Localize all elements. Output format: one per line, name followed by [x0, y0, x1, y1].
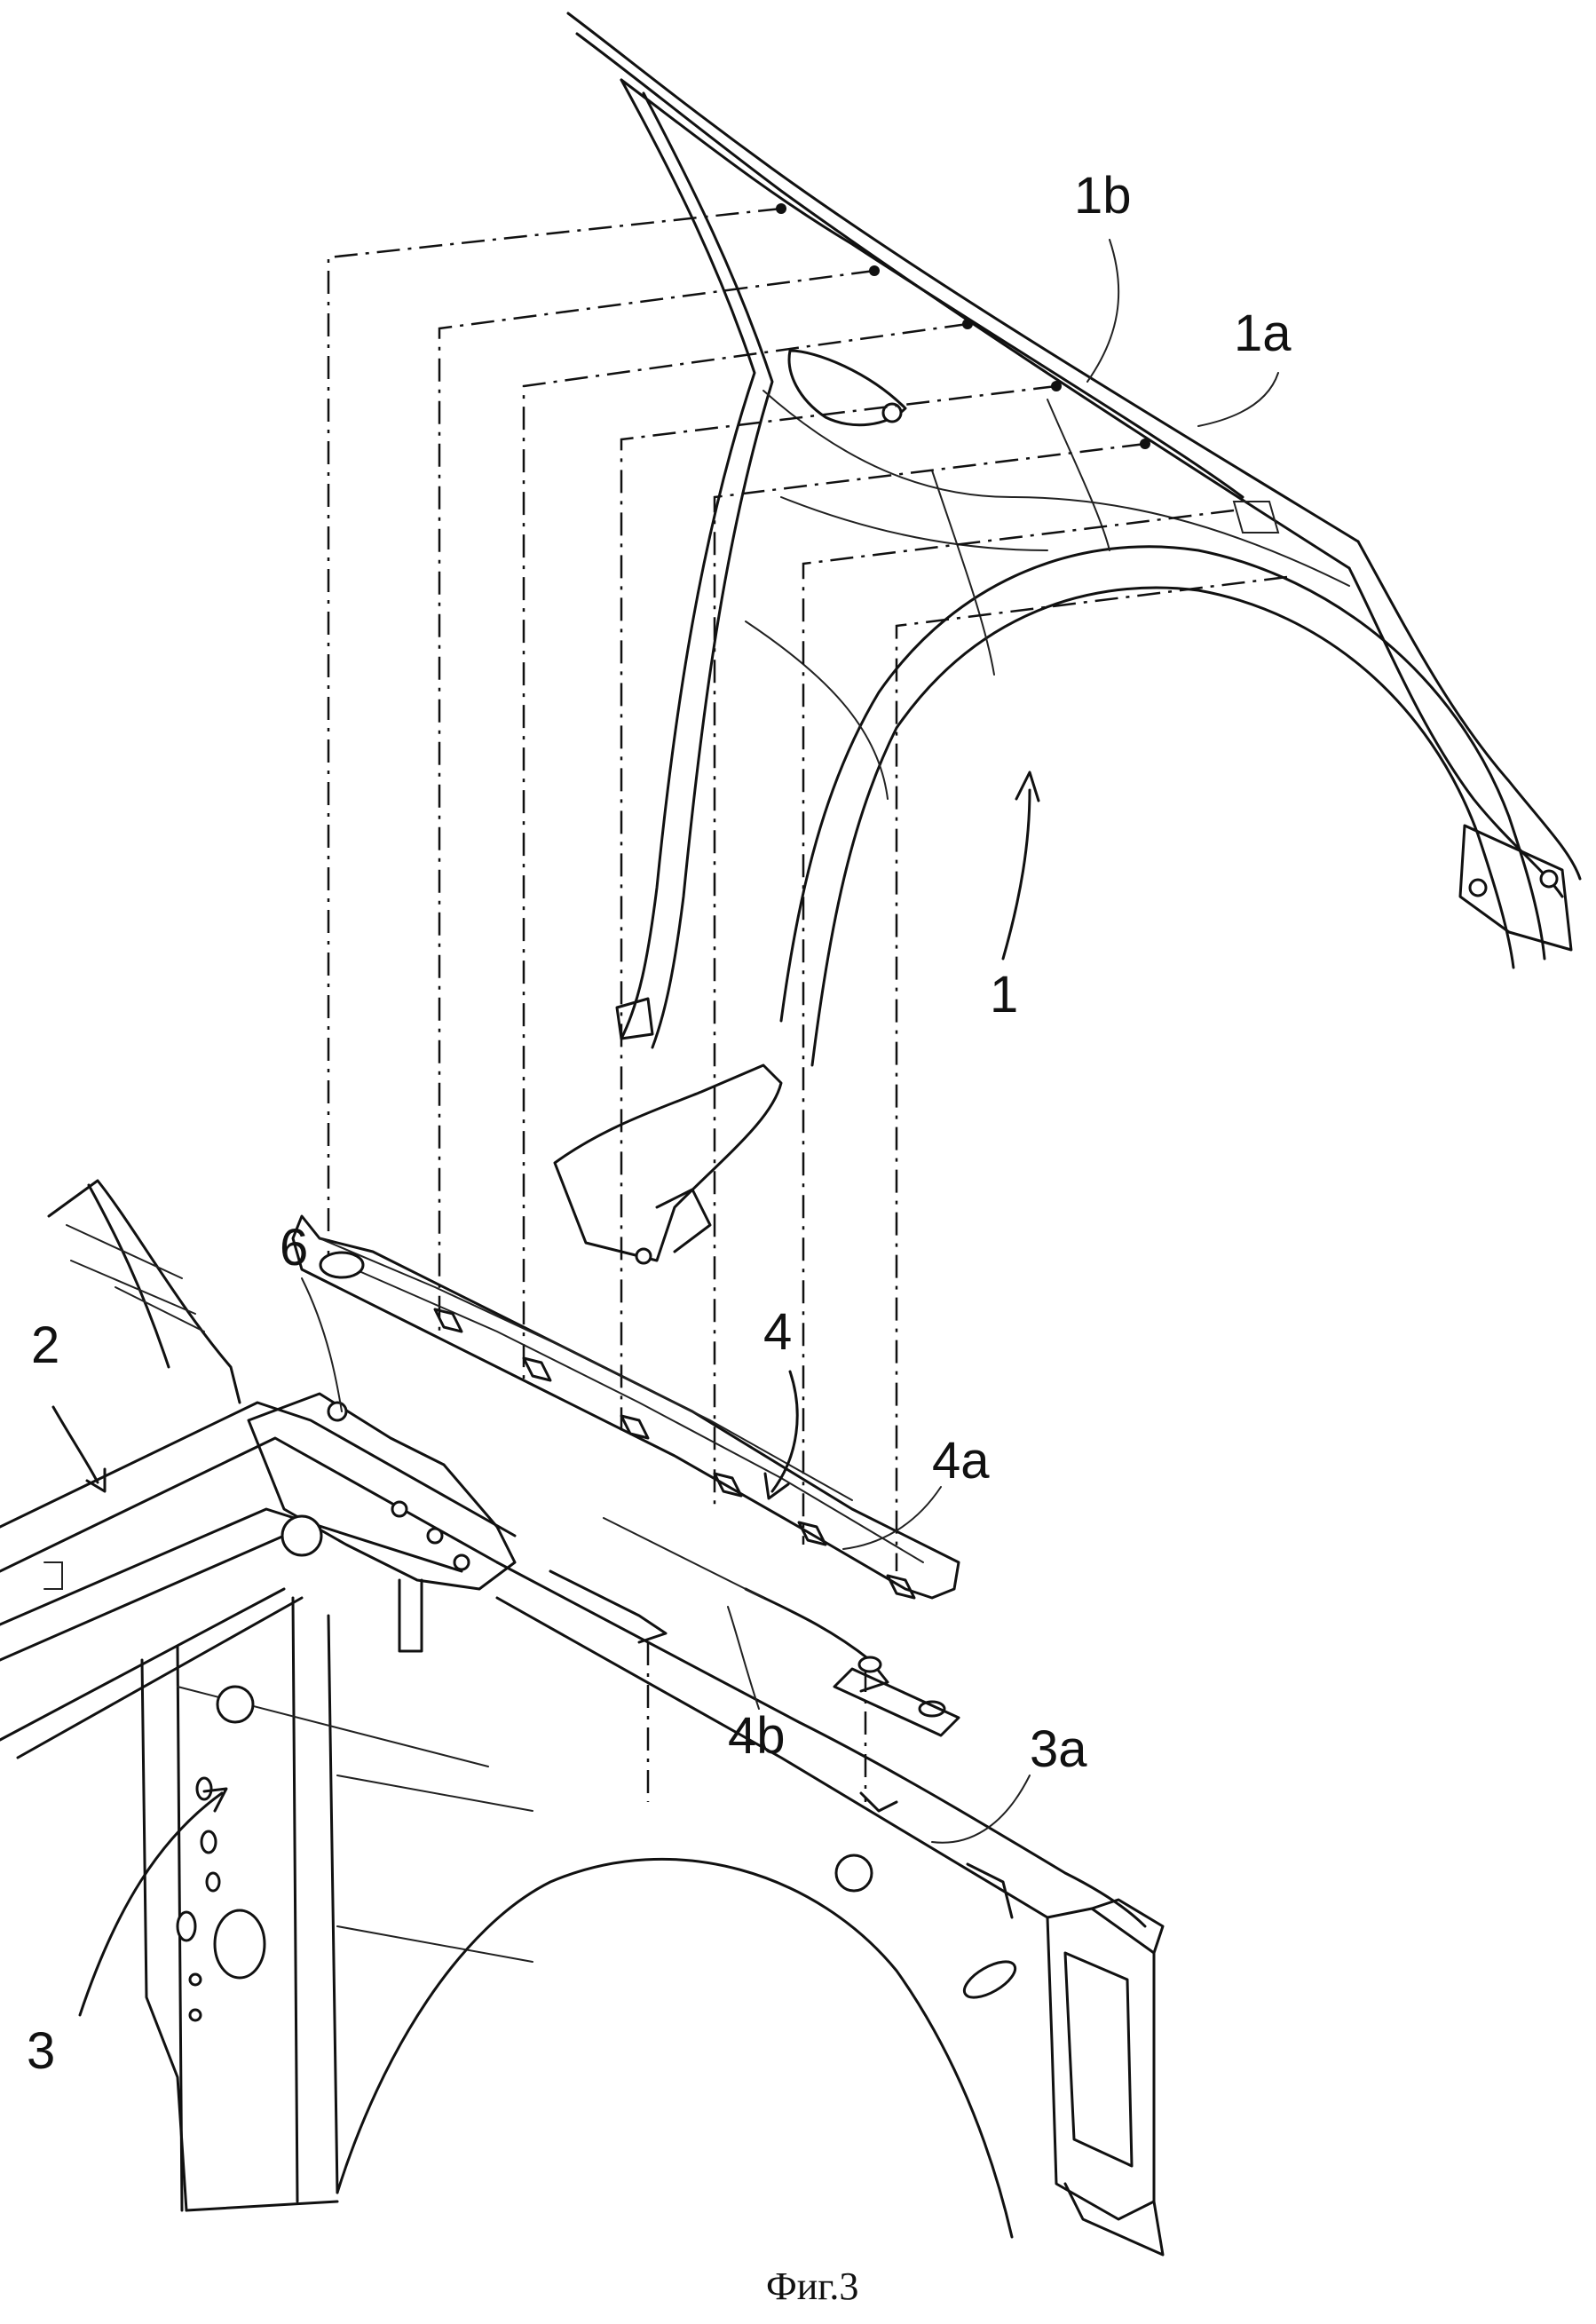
- label-3: 3: [27, 2022, 55, 2080]
- label-1a: 1a: [1234, 304, 1292, 362]
- label-4a: 4a: [932, 1432, 990, 1490]
- fender-part-1: [553, 12, 1582, 1265]
- label-2: 2: [31, 1316, 59, 1374]
- reference-labels: 1 1a 1b 2 3 3a 4 4a 4b 6 Фиг.3: [27, 167, 1292, 2308]
- label-6: 6: [280, 1219, 308, 1277]
- body-structure: [0, 1179, 1165, 2257]
- label-4: 4: [763, 1303, 792, 1361]
- bracket-part-4: [291, 1214, 960, 1737]
- label-1b: 1b: [1074, 167, 1132, 225]
- assembly-lines: [327, 207, 1288, 1802]
- leader-lines: [51, 239, 1279, 2017]
- label-4b: 4b: [728, 1707, 786, 1765]
- figure-caption: Фиг.3: [766, 2265, 858, 2308]
- label-1: 1: [990, 966, 1018, 1024]
- label-3a: 3a: [1030, 1720, 1087, 1778]
